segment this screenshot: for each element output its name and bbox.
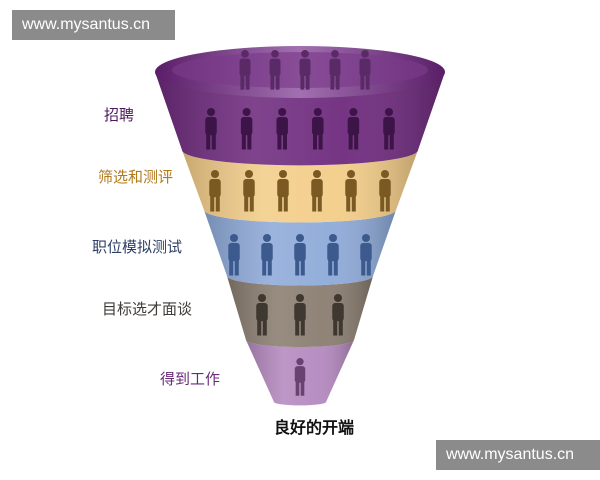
watermark-top: www.mysantus.cn — [12, 10, 175, 40]
rim-person-figure — [269, 50, 281, 90]
stage-person-figure — [360, 234, 372, 276]
stage-person-figure — [294, 294, 306, 336]
stage-label-screening: 筛选和测评 — [98, 168, 174, 186]
stage-label-targeted-interview: 目标选才面谈 — [102, 300, 193, 318]
stage-person-figure — [383, 108, 395, 150]
stage-person-figure — [209, 170, 221, 212]
stage-person-figure — [311, 170, 323, 212]
stage-person-figure — [294, 358, 306, 396]
stage-label-job-simulation: 职位模拟测试 — [92, 238, 183, 256]
stage-person-figure — [261, 234, 273, 276]
funnel-band-shading — [155, 72, 445, 166]
stage-person-figure — [240, 108, 253, 150]
funnel-outcome-text: 良好的开端 — [274, 418, 355, 437]
stage-person-figure — [277, 170, 289, 212]
watermark-bottom: www.mysantus.cn — [436, 440, 600, 470]
stage-person-figure — [312, 108, 324, 150]
stage-person-figure — [228, 234, 240, 276]
stage-person-figure — [345, 170, 357, 212]
funnel-band-shading — [182, 150, 418, 223]
rim-person-figure — [359, 50, 371, 90]
rim-person-figure — [329, 50, 341, 90]
stage-person-figure — [327, 234, 339, 276]
stage-person-figure — [347, 108, 360, 150]
rim-person-figure — [239, 50, 251, 90]
stage-person-figure — [205, 108, 217, 150]
stage-person-figure — [379, 170, 391, 212]
stage-person-figure — [276, 108, 288, 150]
stage-person-figure — [243, 170, 255, 212]
stage-label-get-job: 得到工作 — [160, 370, 221, 388]
stage-person-figure — [332, 294, 344, 336]
stage-person-figure — [294, 234, 306, 276]
rim-person-figure — [299, 50, 311, 90]
stage-label-recruit: 招聘 — [104, 106, 135, 124]
stage-person-figure — [256, 294, 268, 336]
